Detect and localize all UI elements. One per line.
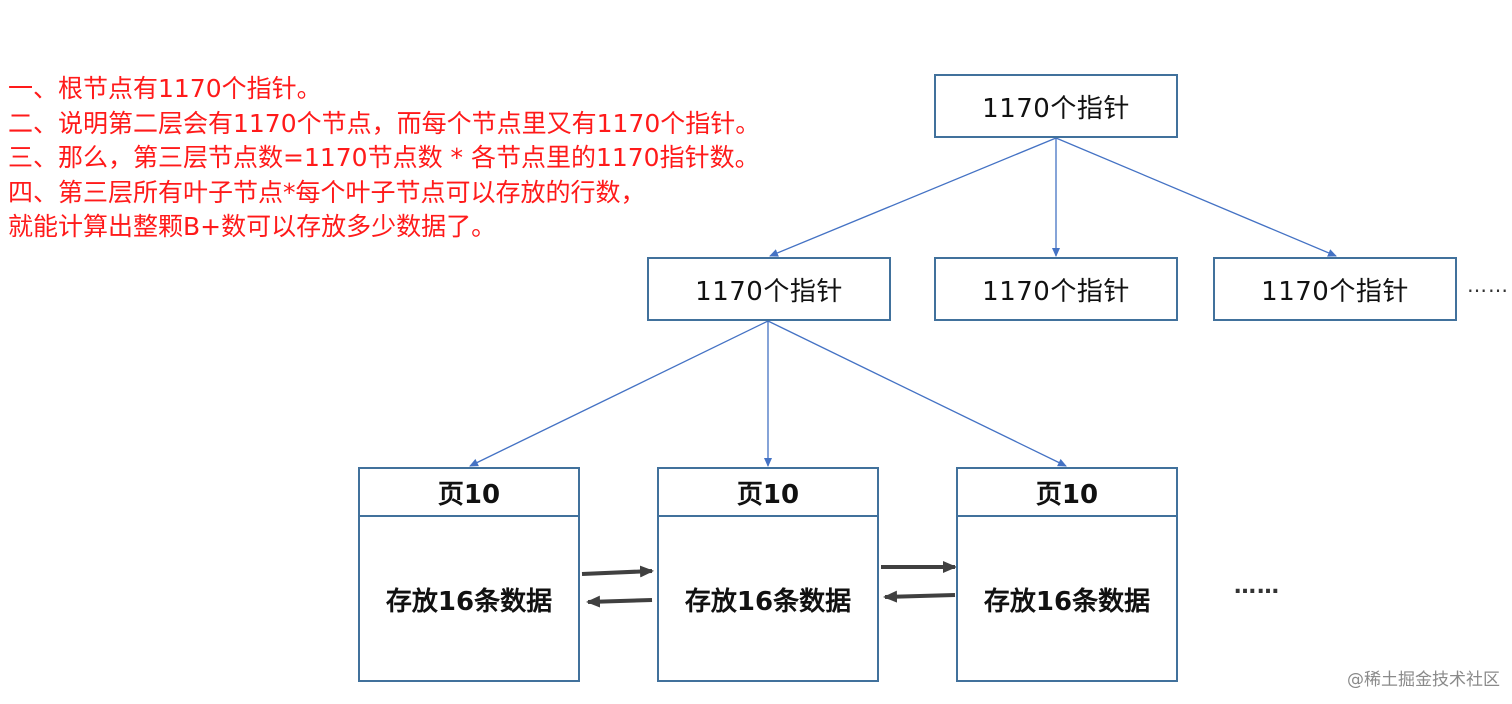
page-title: 页10	[958, 469, 1176, 517]
edge-root-to-level2-3	[1055, 137, 1337, 257]
watermark: @稀土掘金技术社区	[1347, 670, 1500, 690]
leaf-ellipsis: ……	[1234, 574, 1280, 599]
sibling-arrow-page1-to-page2	[581, 565, 654, 578]
note-line-4: 四、第三层所有叶子节点*每个叶子节点可以存放的行数，	[8, 177, 646, 207]
edge-level2-to-page-3	[767, 320, 1067, 467]
note-line-5: 就能计算出整颗B+数可以存放多少数据了。	[8, 212, 497, 241]
level2-node-label: 1170个指针	[695, 276, 843, 307]
note-line-1: 一、根节点有1170个指针。	[8, 74, 322, 103]
level2-node-label: 1170个指针	[1261, 276, 1409, 307]
page-content: 存放16条数据	[983, 587, 1151, 617]
note-line-2: 二、说明第二层会有1170个节点，而每个节点里又有1170个指针。	[8, 108, 761, 138]
edge-root-to-level2-1	[769, 137, 1057, 257]
leaf-page-3: 页10 存放16条数据	[956, 467, 1178, 682]
page-title: 页10	[659, 469, 877, 517]
page-title: 页10	[360, 469, 578, 517]
explanation-notes: 一、根节点有1170个指针。 二、说明第二层会有1170个节点，而每个节点里又有…	[8, 72, 760, 245]
level2-node-label: 1170个指针	[982, 276, 1130, 307]
sibling-arrow-page2-to-page1	[586, 595, 653, 608]
page-content: 存放16条数据	[385, 587, 553, 617]
level2-ellipsis: ……	[1467, 273, 1509, 297]
leaf-page-1: 页10 存放16条数据	[358, 467, 580, 682]
page-content: 存放16条数据	[684, 587, 852, 617]
leaf-page-2: 页10 存放16条数据	[657, 467, 879, 682]
sibling-arrow-page3-to-page2	[883, 590, 956, 603]
root-node-label: 1170个指针	[982, 93, 1130, 124]
note-line-3: 三、那么，第三层节点数=1170节点数 * 各节点里的1170指针数。	[8, 143, 760, 172]
level2-node-3: 1170个指针	[1213, 257, 1457, 321]
edge-level2-to-page-1	[469, 320, 769, 467]
root-node: 1170个指针	[934, 74, 1178, 138]
level2-node-1: 1170个指针	[647, 257, 891, 321]
level2-node-2: 1170个指针	[934, 257, 1178, 321]
